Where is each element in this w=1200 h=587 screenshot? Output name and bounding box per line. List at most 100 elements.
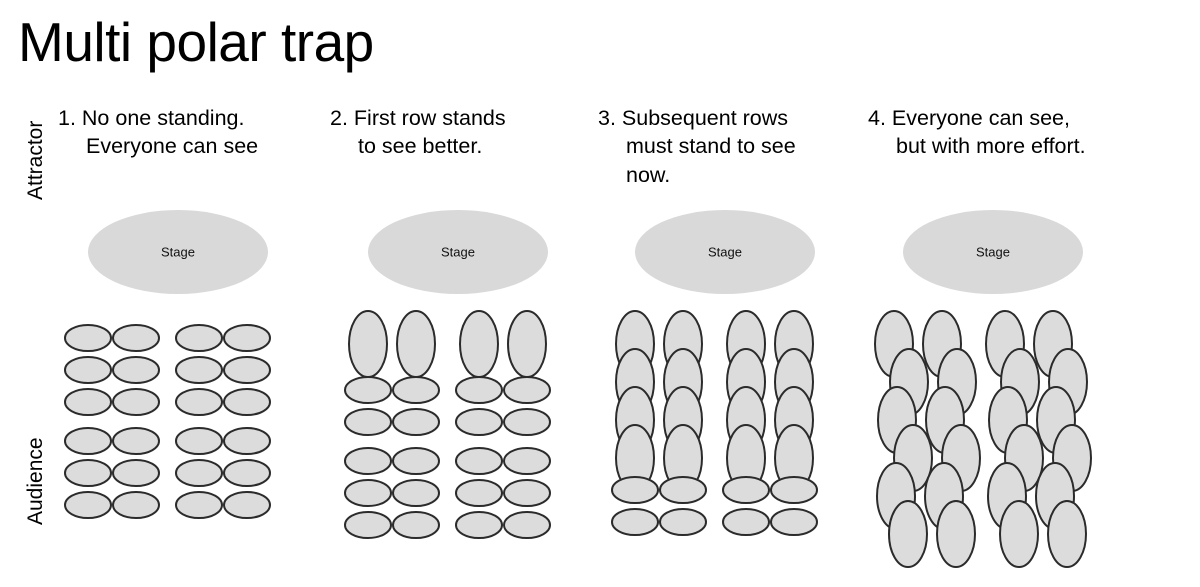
person-standing	[988, 386, 1028, 454]
panel-1-scene: Stage	[52, 104, 322, 574]
person-standing	[663, 348, 703, 416]
person-seated	[503, 447, 551, 475]
person-seated	[344, 376, 392, 404]
person-standing	[615, 386, 655, 454]
person-seated	[503, 511, 551, 539]
person-seated	[175, 324, 223, 352]
person-seated	[722, 508, 770, 536]
person-standing	[1047, 500, 1087, 568]
person-standing	[1000, 348, 1040, 416]
panel-2: 2. First row stands to see better. Stage	[324, 104, 594, 574]
person-seated	[112, 388, 160, 416]
person-seated	[392, 408, 440, 436]
panel-4: 4. Everyone can see, but with more effor…	[862, 104, 1132, 574]
stage-label: Stage	[441, 244, 475, 259]
person-standing	[459, 310, 499, 378]
person-standing	[941, 424, 981, 492]
person-seated	[344, 408, 392, 436]
person-standing	[615, 348, 655, 416]
person-seated	[112, 491, 160, 519]
person-seated	[455, 376, 503, 404]
person-standing	[615, 424, 655, 492]
stage-label: Stage	[708, 244, 742, 259]
person-seated	[64, 459, 112, 487]
person-seated	[64, 388, 112, 416]
stage-shape	[635, 210, 815, 294]
person-seated	[223, 388, 271, 416]
person-seated	[64, 491, 112, 519]
stage-group-4: Stage	[903, 210, 1083, 294]
person-seated	[455, 408, 503, 436]
person-standing	[937, 348, 977, 416]
person-seated	[223, 324, 271, 352]
person-seated	[175, 491, 223, 519]
panel-4-scene: Stage	[862, 104, 1132, 574]
person-seated	[392, 511, 440, 539]
person-seated	[64, 427, 112, 455]
stage-label: Stage	[976, 244, 1010, 259]
person-seated	[503, 479, 551, 507]
stage-group-1: Stage	[88, 210, 268, 294]
stage-shape	[368, 210, 548, 294]
person-seated	[722, 476, 770, 504]
panel-2-caption: 2. First row stands to see better.	[330, 106, 506, 159]
person-standing	[876, 462, 916, 530]
person-seated	[175, 356, 223, 384]
stage-shape	[903, 210, 1083, 294]
person-standing	[985, 310, 1025, 378]
person-standing	[924, 462, 964, 530]
panel-1: 1. No one standing. Everyone can see Sta…	[52, 104, 322, 574]
person-seated	[112, 459, 160, 487]
person-standing	[663, 386, 703, 454]
axis-label-audience: Audience	[24, 437, 47, 525]
person-standing	[726, 424, 766, 492]
person-standing	[874, 310, 914, 378]
audience-group-3	[611, 310, 818, 536]
person-seated	[223, 491, 271, 519]
person-standing	[663, 424, 703, 492]
person-standing	[1048, 348, 1088, 416]
person-seated	[223, 459, 271, 487]
person-seated	[223, 356, 271, 384]
person-seated	[611, 476, 659, 504]
person-seated	[611, 508, 659, 536]
panel-3: 3. Subsequent rows must stand to see now…	[592, 104, 862, 574]
person-seated	[455, 511, 503, 539]
page-title: Multi polar trap	[18, 11, 374, 73]
person-standing	[726, 348, 766, 416]
person-standing	[726, 386, 766, 454]
panel-1-caption: 1. No one standing. Everyone can see	[58, 106, 259, 159]
person-seated	[503, 376, 551, 404]
stage-group-3: Stage	[635, 210, 815, 294]
stage-shape	[88, 210, 268, 294]
person-seated	[344, 447, 392, 475]
panel-4-caption: 4. Everyone can see, but with more effor…	[868, 106, 1086, 159]
person-standing	[888, 500, 928, 568]
panel-2-scene: Stage	[324, 104, 594, 574]
person-standing	[774, 424, 814, 492]
panel-3-caption: 3. Subsequent rows must stand to see now…	[598, 106, 796, 187]
person-standing	[774, 386, 814, 454]
person-standing	[925, 386, 965, 454]
panel-2-diagram: Stage	[344, 210, 551, 539]
person-seated	[503, 408, 551, 436]
panel-1-diagram: Stage	[64, 210, 271, 519]
person-seated	[223, 427, 271, 455]
person-seated	[112, 324, 160, 352]
axis-label-attractor: Attractor	[24, 120, 47, 200]
person-standing	[987, 462, 1027, 530]
person-standing	[893, 424, 933, 492]
audience-group-4	[874, 310, 1092, 568]
audience-group-1	[64, 324, 271, 519]
person-seated	[175, 427, 223, 455]
person-seated	[175, 388, 223, 416]
person-standing	[726, 310, 766, 378]
person-standing	[1035, 462, 1075, 530]
person-standing	[507, 310, 547, 378]
person-seated	[344, 479, 392, 507]
stage-label: Stage	[161, 244, 195, 259]
person-seated	[770, 508, 818, 536]
person-seated	[770, 476, 818, 504]
person-seated	[392, 376, 440, 404]
person-seated	[64, 324, 112, 352]
